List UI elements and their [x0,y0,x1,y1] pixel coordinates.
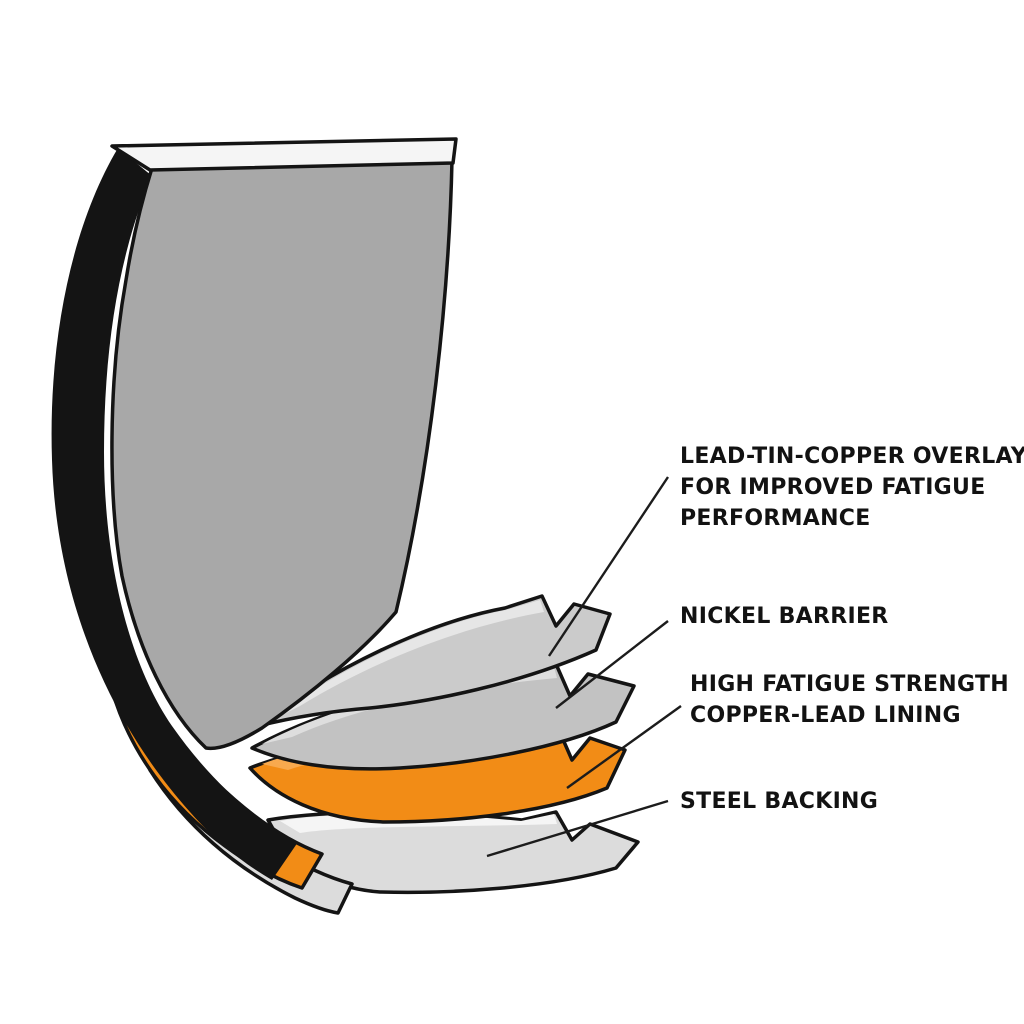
shell-face [110,158,454,751]
label-line: STEEL BACKING [680,789,879,814]
label-copper-lead-lining: HIGH FATIGUE STRENGTH COPPER-LEAD LINING [690,669,1009,731]
leader-line-steel-backing [486,799,669,858]
leader-line-nickel-barrier [555,620,669,709]
label-line: LEAD-TIN-COPPER OVERLAY [680,444,1024,469]
label-line: FOR IMPROVED FATIGUE [680,475,986,500]
shell-top-rim [110,137,458,172]
leader-line-copper-lead-lining [566,705,682,789]
label-line: COPPER-LEAD LINING [690,703,961,728]
overlay-top-face [268,600,544,722]
overlay-layer [256,594,612,728]
label-lead-tin-copper-overlay: LEAD-TIN-COPPER OVERLAY FOR IMPROVED FAT… [680,441,1024,534]
label-line: HIGH FATIGUE STRENGTH [690,672,1009,697]
label-nickel-barrier: NICKEL BARRIER [680,601,889,632]
label-steel-backing: STEEL BACKING [680,786,878,817]
leader-line-overlay [548,476,669,657]
shell-outer-edge [51,148,299,880]
label-line: PERFORMANCE [680,506,871,531]
label-line: NICKEL BARRIER [680,604,889,629]
